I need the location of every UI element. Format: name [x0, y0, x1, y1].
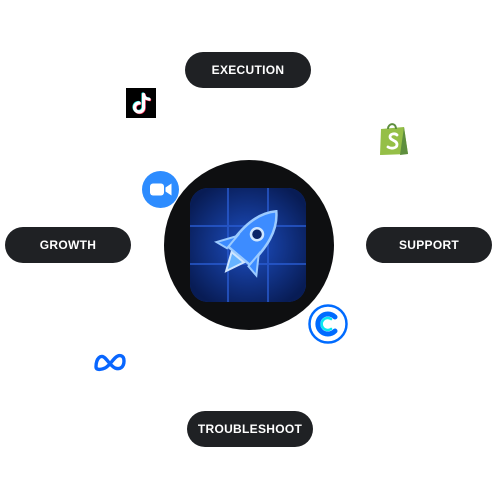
execution-pill: EXECUTION [185, 52, 311, 88]
meta-icon [92, 350, 128, 374]
growth-pill: GROWTH [5, 227, 131, 263]
shopify-icon [378, 121, 410, 157]
support-pill: SUPPORT [366, 227, 492, 263]
calendly-icon [307, 303, 349, 345]
center-hub [164, 160, 334, 330]
rocket-tile [190, 188, 306, 302]
tiktok-icon [126, 88, 156, 118]
troubleshoot-pill: TROUBLESHOOT [187, 411, 313, 447]
rocket-icon [190, 188, 306, 302]
zoom-icon [142, 171, 179, 208]
